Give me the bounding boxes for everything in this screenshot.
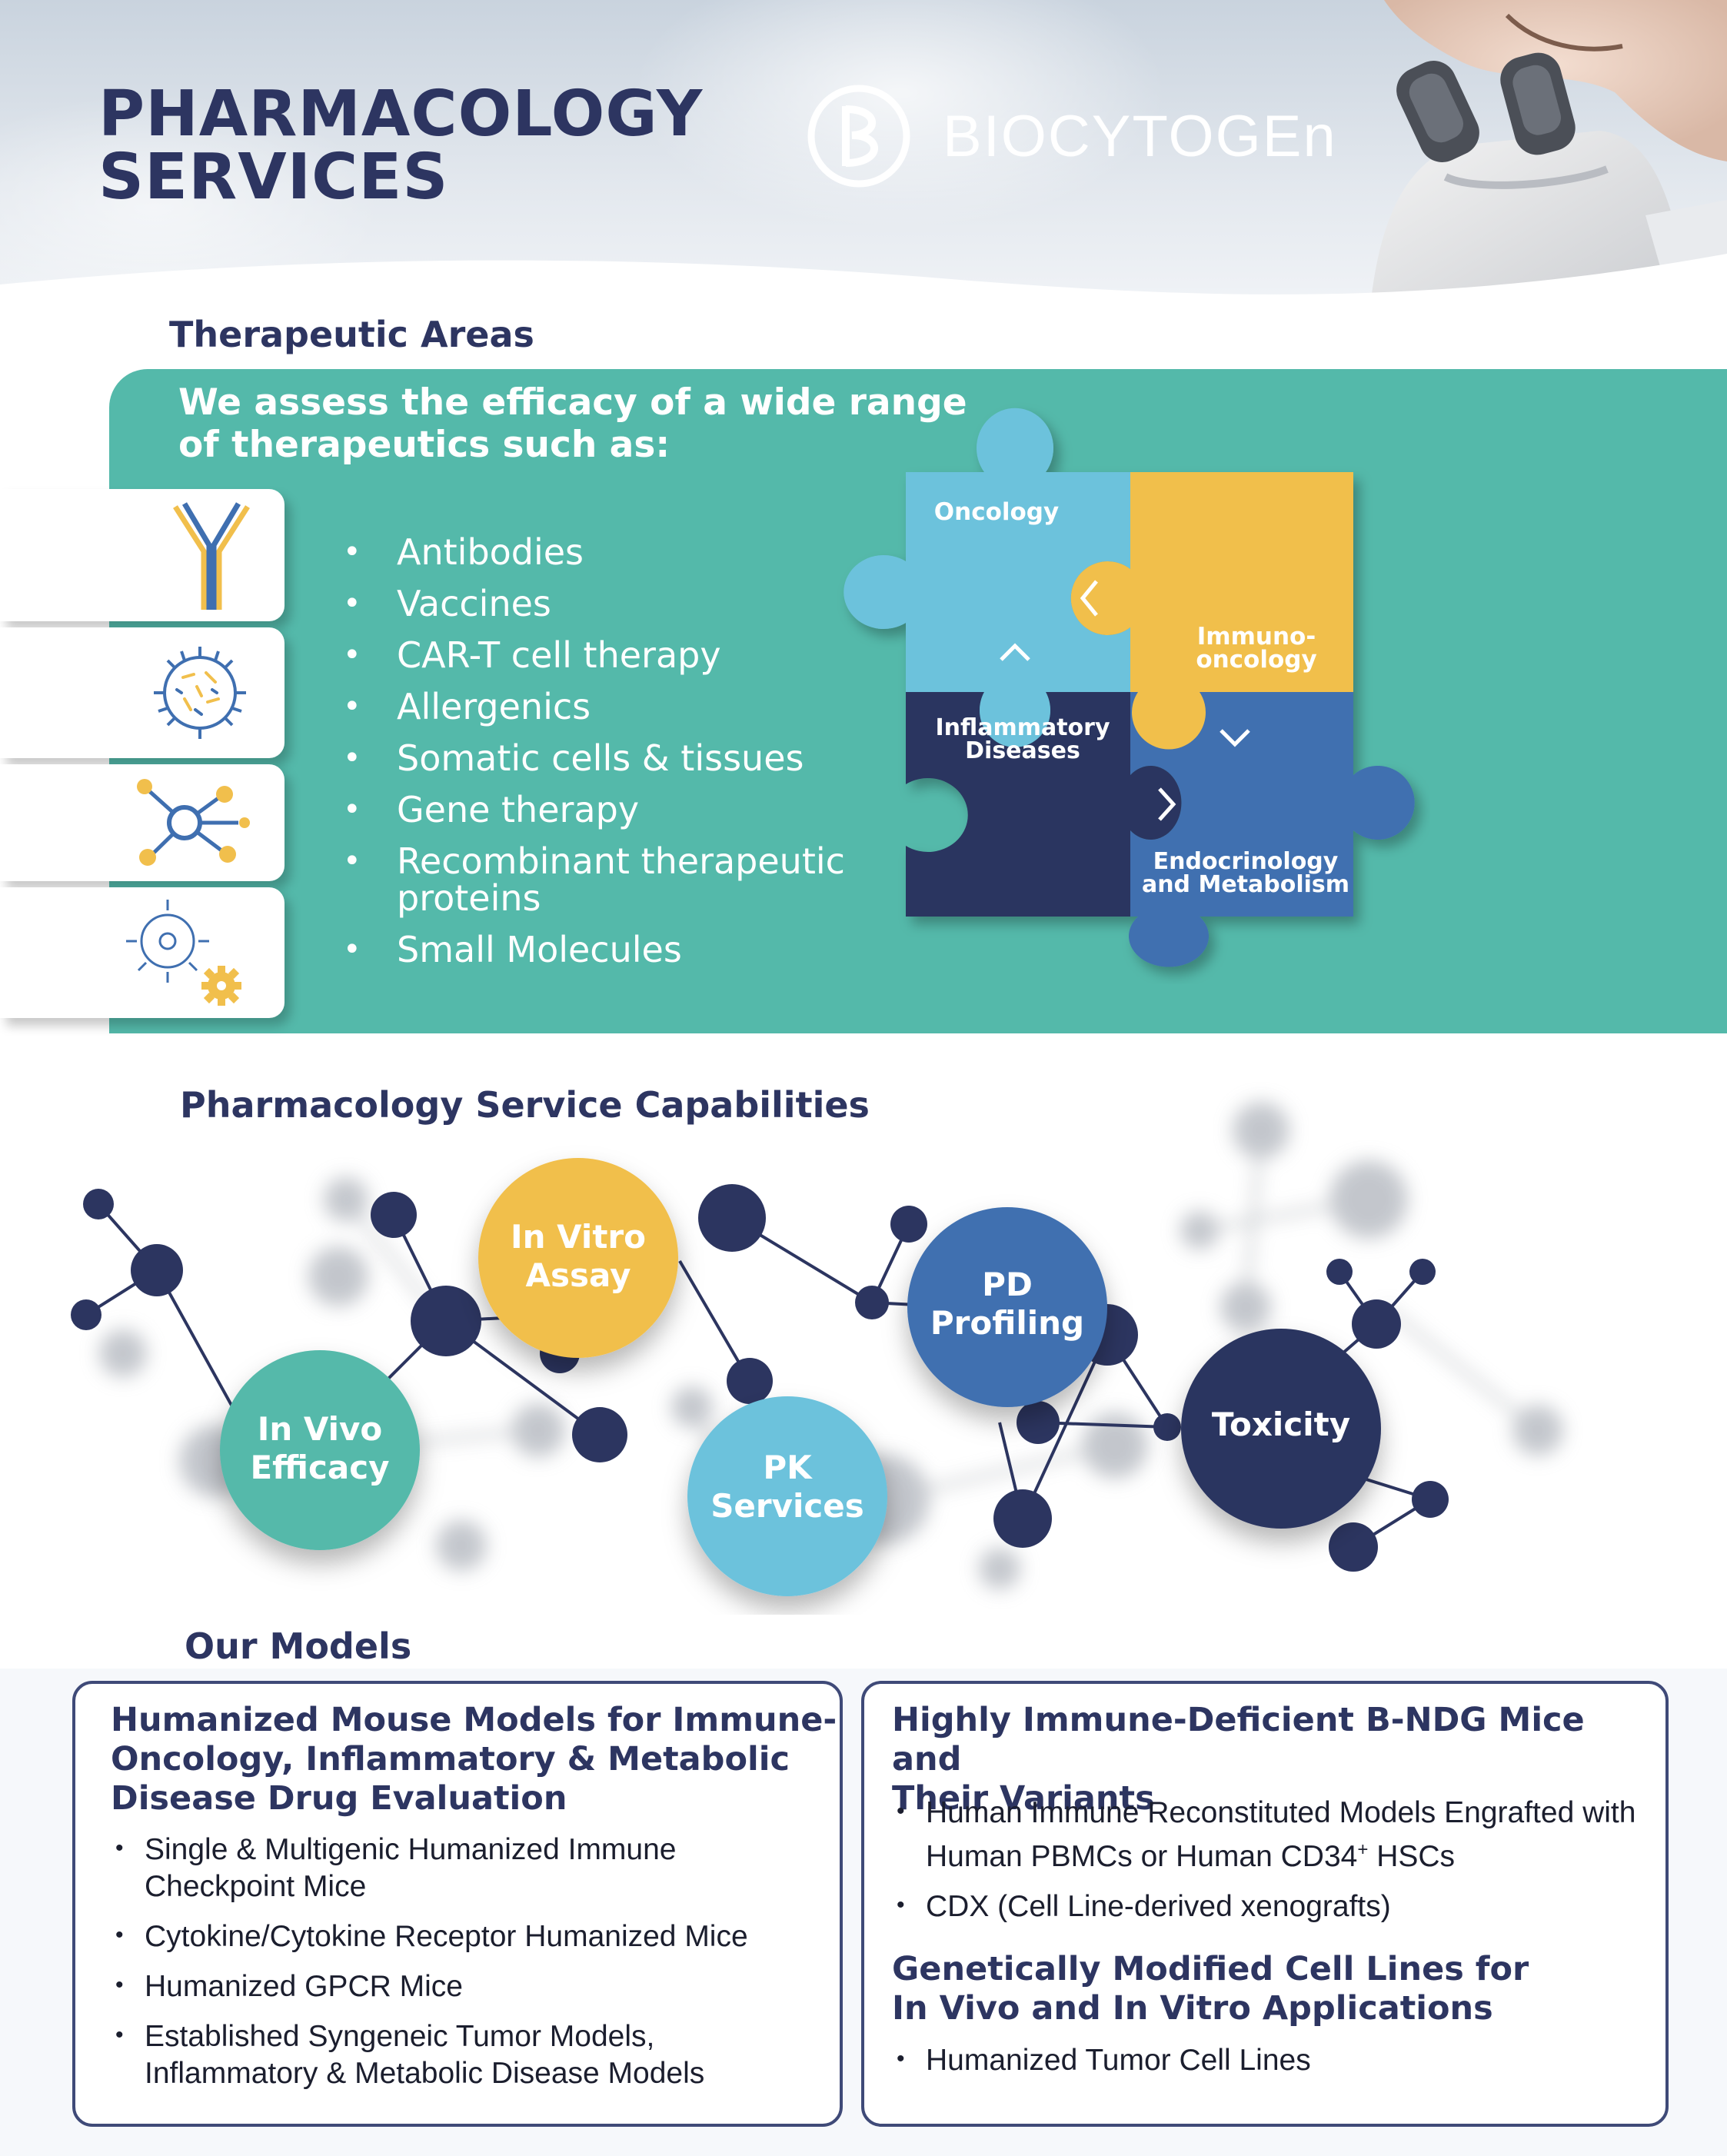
list-item: CAR-T cell therapy [341,637,845,674]
therapeutics-list: Antibodies Vaccines CAR-T cell therapy A… [341,534,845,983]
list-item: Humanized GPCR Mice [108,1967,748,2005]
cell-lines-title: Genetically Modified Cell Lines for In V… [892,1950,1529,2028]
list-item-line: Recombinant therapeutic [397,840,845,882]
pk-services-circle [687,1396,887,1596]
puzzle-piece-immuno-oncology [1070,472,1353,750]
puzzle-label-oncology: Oncology [934,498,1059,526]
humanized-models-title: Humanized Mouse Models for Immune- Oncol… [111,1701,837,1818]
capabilities-network [71,1101,1564,1596]
model-title-line: In Vivo and In Vitro Applications [892,1989,1493,2028]
humanized-models-list: Single & Multigenic Humanized Immune Che… [108,1830,748,2105]
b-ndg-mice-box: Highly Immune-Deficient B-NDG Mice and T… [861,1681,1669,2127]
cell-gear-icon [126,900,241,1006]
virus-icon [154,647,246,739]
list-item: Small Molecules [341,931,845,968]
in-vitro-assay-line: Assay [525,1256,631,1294]
chevron-up-icon [1000,643,1030,661]
list-item: Gene therapy [341,791,845,828]
page-title: PHARMACOLOGY SERVICES [98,83,703,209]
model-title-line: Highly Immune-Deficient B-NDG Mice and [892,1701,1585,1778]
list-item-line: proteins [397,877,541,919]
header-wave [0,254,1727,338]
in-vitro-assay-label: In Vitro Assay [478,1218,678,1295]
list-item-line: Checkpoint Mice [145,1870,367,1903]
list-item-text: HSCs [1368,1840,1456,1873]
list-item-line: Established Syngeneic Tumor Models, [145,2020,655,2053]
model-title-line: Humanized Mouse Models for Immune- [111,1701,837,1739]
list-item: Allergenics [341,688,845,725]
pd-profiling-label: PD Profiling [907,1266,1107,1343]
pd-profiling-line: PD [982,1266,1033,1303]
puzzle-piece-oncology [844,408,1130,747]
chevron-down-icon [1220,729,1250,747]
therapeutics-intro-line: of therapeutics such as: [178,424,671,466]
pk-services-line: PK [763,1449,812,1486]
in-vitro-assay-line: In Vitro [511,1218,646,1256]
humanized-mouse-models-box: Humanized Mouse Models for Immune- Oncol… [72,1681,843,2127]
list-item: Cytokine/Cytokine Receptor Humanized Mic… [108,1917,748,1955]
therapeutics-intro-line: We assess the efficacy of a wide range [178,381,967,424]
header-banner: PHARMACOLOGY SERVICES BIOCYTOGEn [0,0,1727,338]
in-vitro-assay-circle [478,1158,678,1358]
model-title-line: Disease Drug Evaluation [111,1779,567,1818]
model-title-line: Genetically Modified Cell Lines for [892,1950,1529,1988]
pd-profiling-line: Profiling [930,1304,1085,1342]
puzzle-label-endocrinology: and Metabolism [1142,871,1349,898]
cell-network-icon [137,779,250,866]
pk-services-line: Services [710,1487,864,1525]
chevron-left-icon [1080,580,1098,617]
list-item-line: Human Immune Reconstituted Models Engraf… [926,1796,1636,1829]
biocytogen-logo-text: BIOCYTOGEn [943,103,1337,169]
therapeutics-intro: We assess the efficacy of a wide range o… [178,381,967,466]
therapeutic-areas-puzzle: Oncology Immuno- oncology Inflammatory D… [844,408,1415,967]
car-t-card [0,764,285,881]
pk-services-label: PK Services [687,1449,887,1526]
in-vivo-efficacy-label: In Vivo Efficacy [220,1410,420,1487]
list-item-text: Human PBMCs or Human CD34 [926,1840,1358,1873]
cell-therapy-card [0,887,285,1018]
list-item-line: Single & Multigenic Humanized Immune [145,1833,677,1866]
capabilities-heading: Pharmacology Service Capabilities [180,1084,870,1126]
biocytogen-logo: BIOCYTOGEn [806,83,1337,189]
list-item: Single & Multigenic Humanized Immune Che… [108,1830,748,1905]
therapeutic-areas-heading: Therapeutic Areas [169,314,534,355]
puzzle-piece-endocrinology [1129,692,1415,967]
puzzle-label-inflammatory: Inflammatory [935,714,1110,741]
list-item: Vaccines [341,585,845,622]
in-vivo-efficacy-line: In Vivo [257,1410,383,1448]
list-item: Humanized Tumor Cell Lines [889,2041,1311,2079]
b-ndg-list: Human Immune Reconstituted Models Engraf… [889,1793,1636,1938]
toxicity-label: Toxicity [1211,1406,1351,1443]
page-title-line: PHARMACOLOGY [98,78,704,151]
cell-lines-list: Humanized Tumor Cell Lines [889,2041,1311,2092]
list-item-line: Human PBMCs or Human CD34+ HSCs [926,1832,1635,1875]
list-item: Human Immune Reconstituted Models Engraf… [889,1793,1636,1875]
antibody-icon [173,502,250,610]
biocytogen-logo-icon [807,85,910,188]
page-title-line: SERVICES [98,141,449,214]
vaccine-card [0,627,285,758]
pd-profiling-circle [907,1207,1107,1407]
list-item: Recombinant therapeutic proteins [341,843,845,917]
b-ndg-title: Highly Immune-Deficient B-NDG Mice and T… [892,1701,1665,1818]
superscript-plus: + [1357,1839,1369,1860]
list-item-line: Inflammatory & Metabolic Disease Models [145,2057,705,2090]
puzzle-label-immuno: Immuno- [1197,623,1316,650]
list-item: Antibodies [341,534,845,571]
in-vivo-efficacy-circle [220,1350,420,1550]
puzzle-piece-inflammatory [906,692,1182,917]
our-models-heading: Our Models [185,1625,412,1667]
chevron-right-icon [1158,787,1176,821]
puzzle-label-endocrinology: Endocrinology [1153,848,1339,875]
puzzle-label-inflammatory: Diseases [965,737,1080,764]
list-item: Established Syngeneic Tumor Models, Infl… [108,2017,748,2092]
list-item: CDX (Cell Line-derived xenografts) [889,1887,1635,1925]
puzzle-label-immuno: oncology [1196,646,1316,674]
list-item: Somatic cells & tissues [341,740,845,777]
antibody-card [0,489,285,621]
toxicity-circle [1181,1329,1381,1529]
model-title-line: Oncology, Inflammatory & Metabolic [111,1740,790,1778]
in-vivo-efficacy-line: Efficacy [250,1449,390,1486]
